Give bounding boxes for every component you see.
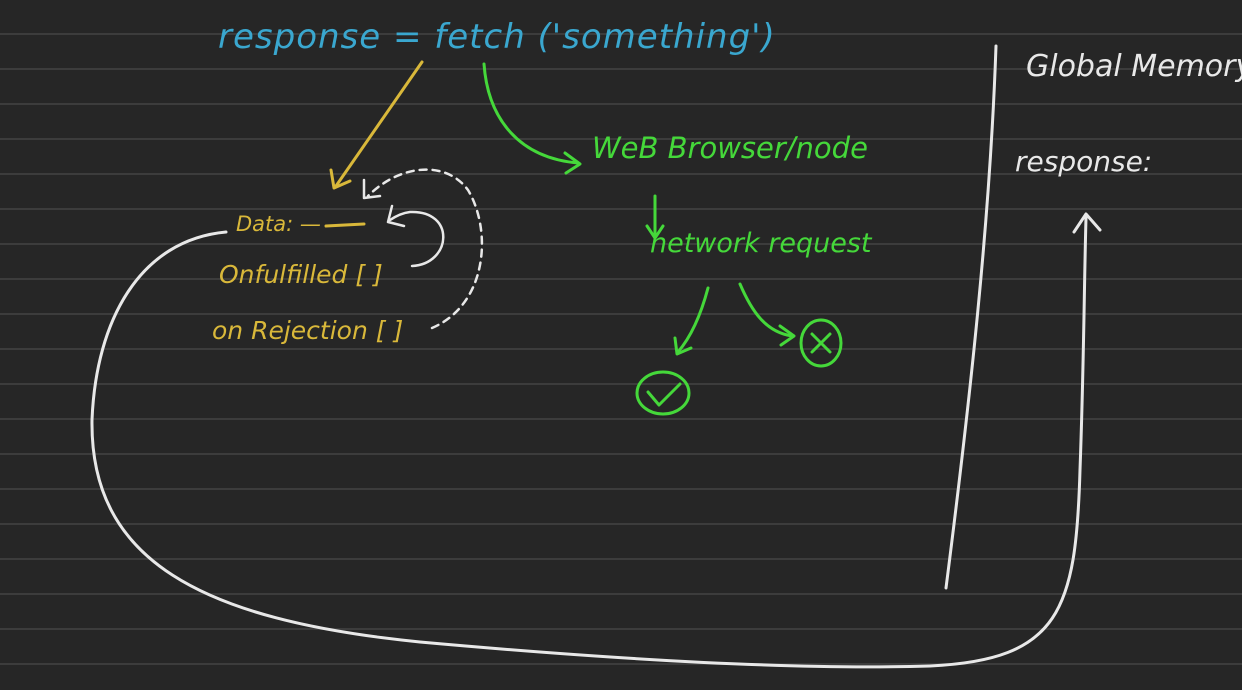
data-value-dash [324, 222, 366, 228]
arrow-fetch-to-promise [334, 60, 424, 188]
data-to-response-loop-head [1072, 212, 1102, 234]
web-browser-label: WeB Browser/node [592, 131, 868, 165]
global-memory-title: Global Memory [1026, 49, 1242, 84]
arrow-fetch-to-promise-head [329, 168, 352, 190]
arrow-network-to-success-head [673, 336, 693, 356]
memory-divider-line [944, 44, 998, 590]
arrow-fetch-to-browser [482, 62, 580, 165]
arrow-onfulfilled-to-data [388, 210, 445, 268]
arrow-network-to-failure [738, 282, 794, 338]
fetch-code-line: response = fetch ('something') [218, 17, 776, 57]
check-circle-icon [635, 370, 691, 416]
arrow-browser-to-network-head [645, 224, 665, 240]
promise-onrejection-label: on Rejection [ ] [212, 316, 404, 345]
arrow-network-to-success [676, 286, 710, 354]
promise-onfulfilled-label: Onfulfilled [ ] [219, 260, 383, 289]
arrow-onfulfilled-to-data-head [386, 204, 406, 228]
dashed-arrow-onrejection [366, 168, 484, 330]
network-request-label: network request [650, 228, 872, 259]
arrow-network-to-failure-head [778, 324, 796, 347]
promise-data-label: Data: — [236, 212, 321, 236]
dashed-arrow-onrejection-head [362, 178, 382, 200]
data-to-response-loop [90, 216, 1088, 669]
memory-response-label: response: [1015, 145, 1153, 178]
x-circle-icon [799, 318, 843, 368]
arrow-fetch-to-browser-head [563, 151, 582, 175]
